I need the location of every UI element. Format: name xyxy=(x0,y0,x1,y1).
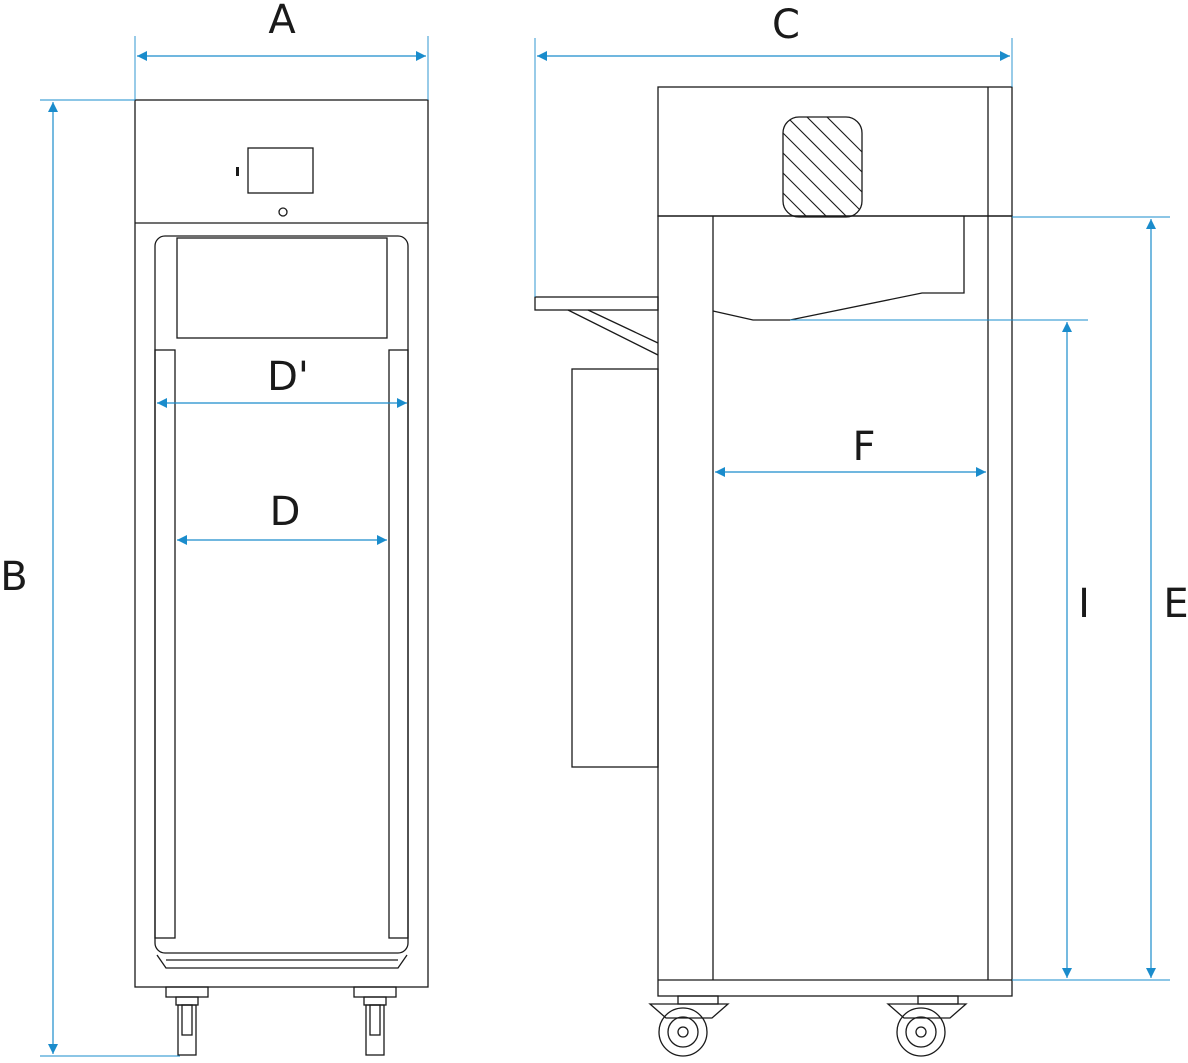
right-rail xyxy=(388,349,409,939)
vent-hatch xyxy=(783,117,862,217)
left-rail xyxy=(154,349,176,939)
dimension-lines xyxy=(40,36,1170,1057)
door-threshold xyxy=(156,954,408,969)
dimension-labels: A B C D' D F I E xyxy=(0,0,1188,627)
front-body-outline xyxy=(134,99,429,988)
handle-bracket xyxy=(567,309,659,356)
side-view xyxy=(534,86,1013,1057)
side-handle xyxy=(534,296,659,311)
side-top-box xyxy=(657,86,1013,217)
side-body-outline xyxy=(657,215,1013,997)
label-e: E xyxy=(1163,581,1188,627)
ceiling-duct xyxy=(712,216,965,321)
label-c: C xyxy=(772,2,800,48)
front-left-foot xyxy=(165,986,209,1056)
label-d-prime: D' xyxy=(267,354,309,400)
label-b: B xyxy=(0,554,27,600)
front-view xyxy=(134,99,429,1056)
side-right-caster xyxy=(886,995,968,1057)
rear-panel xyxy=(571,368,659,768)
vent-hatch-outline xyxy=(782,116,863,218)
side-left-caster xyxy=(648,995,730,1057)
round-button-icon xyxy=(278,207,288,217)
front-right-foot xyxy=(353,986,397,1056)
door-frame xyxy=(154,235,409,954)
label-a: A xyxy=(268,0,296,43)
label-d: D xyxy=(270,489,301,535)
label-f: F xyxy=(852,424,875,470)
switch-mark xyxy=(236,167,239,176)
label-i: I xyxy=(1078,581,1090,627)
display-screen xyxy=(247,147,314,194)
door-window xyxy=(176,237,388,339)
